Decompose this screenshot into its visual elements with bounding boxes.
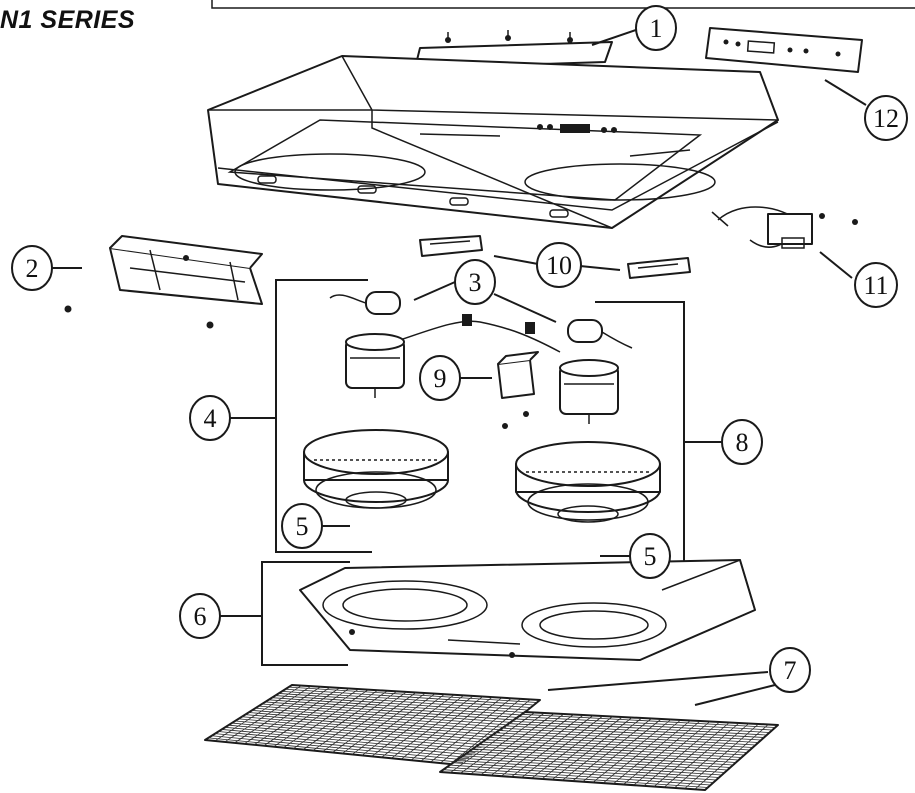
callout-10: 10: [536, 242, 582, 288]
filter-mesh-line: [261, 703, 513, 723]
callout-8: 8: [721, 419, 763, 465]
filter-mesh-line: [278, 693, 528, 711]
title-box-border: [211, 0, 915, 9]
filter-mesh-line: [623, 720, 701, 785]
filter-mesh-line: [251, 709, 504, 731]
filter-mesh-line: [592, 719, 672, 783]
filter-mesh-line: [268, 699, 519, 718]
filter-mesh-line: [495, 732, 753, 748]
leader-lines: [52, 29, 867, 706]
filter-mesh-line: [281, 690, 531, 708]
filter-mesh-line: [663, 722, 740, 788]
filter-mesh-line: [515, 718, 770, 733]
filter-mesh-line: [518, 716, 773, 731]
svg-text:6: 6: [194, 602, 207, 631]
filter-mesh-line: [653, 722, 730, 787]
filter-mesh-line: [440, 698, 522, 764]
filter-mesh-line: [400, 696, 484, 760]
callout-11: 11: [854, 262, 898, 308]
filter-mesh-line: [271, 697, 522, 716]
filter-mesh-line: [288, 686, 537, 703]
callout-4: 4: [189, 395, 231, 441]
series-title: N1 SERIES: [0, 6, 136, 34]
filter-mesh-line: [505, 725, 762, 741]
part-filters: [204, 684, 779, 791]
filter-mesh-line: [381, 695, 464, 758]
callout-1: 1: [635, 5, 677, 51]
filter-mesh-line: [449, 699, 531, 765]
svg-text:5: 5: [296, 512, 309, 541]
callouts: 1 2 3 4 5 5 6 7 8 9 10 11 12: [11, 5, 908, 693]
svg-text:12: 12: [873, 104, 899, 133]
part-brackets: [419, 235, 691, 279]
callout-5a: 5: [281, 503, 323, 549]
filter-mesh-line: [602, 719, 681, 784]
filter-mesh-line: [342, 692, 426, 754]
filter-mesh-line: [694, 724, 769, 790]
part-capacitors: [329, 291, 633, 353]
part-hood-body: [207, 55, 779, 229]
filter-mesh-line: [613, 720, 691, 785]
filter-mesh-line: [371, 694, 455, 757]
filter-mesh-line: [258, 705, 510, 726]
filter-mesh-line: [572, 718, 652, 782]
filter-mesh-line: [508, 723, 764, 738]
part-power-cord: [711, 206, 858, 249]
svg-text:2: 2: [26, 254, 39, 283]
filter-mesh-line: [410, 696, 493, 761]
svg-text:1: 1: [650, 14, 663, 43]
filter-mesh-line: [255, 707, 507, 728]
filter-mesh-line: [489, 736, 748, 753]
callout-6: 6: [179, 593, 221, 639]
callout-9: 9: [419, 355, 461, 401]
svg-text:7: 7: [784, 656, 797, 685]
filter-mesh-line: [485, 739, 745, 756]
filter-mesh-line: [684, 723, 759, 789]
svg-text:8: 8: [736, 428, 749, 457]
filter-mesh-line: [643, 721, 720, 787]
filter-mesh-line: [332, 692, 417, 753]
part-blower-wheels: [303, 429, 661, 523]
callout-12: 12: [864, 95, 908, 141]
callout-5b: 5: [629, 533, 671, 579]
svg-text:11: 11: [863, 271, 888, 300]
part-base-plate: [299, 559, 756, 661]
filter-mesh-line: [582, 718, 662, 783]
filter-mesh-line: [633, 721, 711, 786]
filter-mesh-line: [391, 695, 474, 759]
filter-mesh-line: [521, 713, 776, 728]
filter-mesh-line: [285, 688, 534, 706]
callout-2: 2: [11, 245, 53, 291]
filter-mesh-line: [492, 734, 750, 751]
svg-text:3: 3: [469, 268, 482, 297]
filter-mesh-line: [361, 693, 445, 756]
filter-mesh-line: [275, 695, 525, 713]
part-damper: [64, 235, 263, 329]
callout-7: 7: [769, 647, 811, 693]
part-switch-box: [497, 351, 539, 429]
part-control-panel: [705, 27, 863, 73]
svg-text:5: 5: [644, 542, 657, 571]
svg-text:9: 9: [434, 364, 447, 393]
filter-mesh-line: [430, 697, 512, 763]
filter-mesh-line: [265, 701, 516, 721]
svg-text:4: 4: [204, 404, 217, 433]
svg-text:10: 10: [546, 251, 572, 280]
filter-mesh-line: [674, 723, 750, 789]
filter-mesh-line: [498, 730, 756, 746]
filter-mesh-line: [420, 697, 503, 762]
filter-mesh-line: [351, 693, 436, 755]
callout-3: 3: [454, 259, 496, 305]
part-motors: [345, 333, 619, 424]
filter-mesh-line: [511, 720, 767, 736]
filter-mesh-line: [502, 727, 759, 743]
